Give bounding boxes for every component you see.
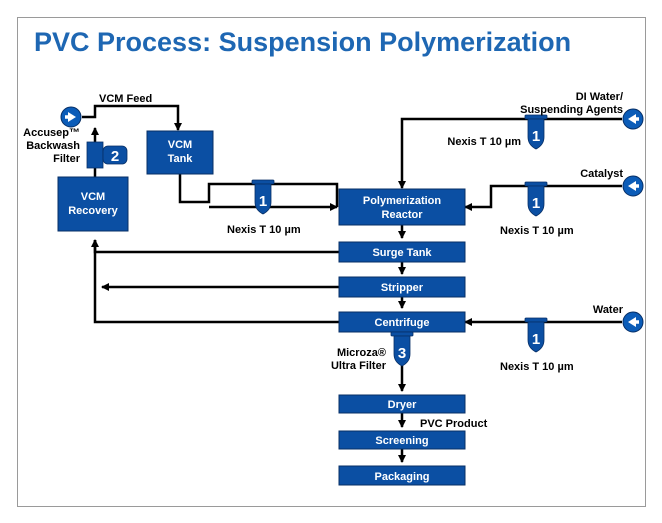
svg-text:1: 1 bbox=[259, 193, 267, 210]
svg-text:Reactor: Reactor bbox=[382, 209, 424, 221]
svg-text:Tank: Tank bbox=[168, 153, 194, 165]
centrifuge-box: Centrifuge bbox=[338, 311, 466, 333]
svg-text:1: 1 bbox=[532, 195, 540, 212]
screening-box: Screening bbox=[338, 430, 466, 450]
svg-text:2: 2 bbox=[111, 148, 119, 165]
svg-text:1: 1 bbox=[532, 331, 540, 348]
svg-text:Surge Tank: Surge Tank bbox=[372, 247, 432, 259]
flow-lines bbox=[82, 104, 622, 463]
accusep-filter-icon: 2 bbox=[86, 141, 128, 169]
svg-text:Centrifuge: Centrifuge bbox=[375, 317, 430, 329]
nexis-filter-icon: 1 bbox=[524, 181, 548, 217]
svg-text:VCM: VCM bbox=[81, 191, 105, 203]
microza-filter-icon: 3 bbox=[390, 331, 414, 367]
polymerization-reactor-box: Polymerization Reactor bbox=[338, 188, 466, 226]
vcm-recovery-box: VCM Recovery bbox=[57, 176, 129, 232]
pvc-product-label: PVC Product bbox=[420, 418, 488, 430]
recycle-centrifuge bbox=[93, 240, 339, 324]
dryer-box: Dryer bbox=[338, 394, 466, 414]
nexis-label: Nexis T 10 µm bbox=[500, 225, 574, 237]
accusep-label-1: Accusep™ bbox=[23, 127, 80, 139]
nexis-filter-icon: 1 bbox=[524, 317, 548, 353]
svg-text:Dryer: Dryer bbox=[388, 399, 417, 411]
catalyst-label: Catalyst bbox=[580, 168, 623, 180]
svg-text:VCM: VCM bbox=[168, 139, 192, 151]
svg-text:1: 1 bbox=[532, 128, 540, 145]
di-water-label-2: Suspending Agents bbox=[520, 104, 623, 116]
accusep-label-3: Filter bbox=[53, 153, 81, 165]
recycle-surge bbox=[91, 239, 339, 254]
di-water-label-1: DI Water/ bbox=[576, 91, 623, 103]
di-water-line bbox=[398, 117, 622, 189]
feed-inlet-arrow-icon bbox=[622, 311, 644, 333]
svg-text:3: 3 bbox=[398, 345, 406, 362]
packaging-box: Packaging bbox=[338, 465, 466, 486]
vcm-tank-box: VCM Tank bbox=[146, 130, 214, 175]
nexis-filter-icon: 1 bbox=[251, 179, 275, 215]
tank-to-reactor bbox=[178, 168, 339, 207]
feed-inlet-arrow-icon bbox=[60, 106, 82, 128]
svg-text:Packaging: Packaging bbox=[374, 471, 429, 483]
nexis-label: Nexis T 10 µm bbox=[447, 136, 521, 148]
slide-title: PVC Process: Suspension Polymerization bbox=[34, 27, 572, 57]
nexis-label: Nexis T 10 µm bbox=[500, 361, 574, 373]
microza-label-1: Microza® bbox=[337, 347, 386, 359]
feed-to-tank bbox=[82, 104, 182, 131]
feed-inlet-arrow-icon bbox=[622, 108, 644, 130]
slide-frame: PVC Process: Suspension Polymerization bbox=[17, 17, 646, 507]
svg-text:Polymerization: Polymerization bbox=[363, 195, 442, 207]
svg-text:Stripper: Stripper bbox=[381, 282, 424, 294]
water-label: Water bbox=[593, 304, 624, 316]
catalyst-line bbox=[464, 184, 622, 211]
surge-tank-box: Surge Tank bbox=[338, 241, 466, 263]
vcm-feed-label: VCM Feed bbox=[99, 93, 152, 105]
nexis-filter-icon: 1 bbox=[524, 114, 548, 150]
nexis-label: Nexis T 10 µm bbox=[227, 224, 301, 236]
stripper-box: Stripper bbox=[338, 276, 466, 298]
feed-inlet-arrow-icon bbox=[622, 175, 644, 197]
accusep-label-2: Backwash bbox=[26, 140, 80, 152]
svg-text:Screening: Screening bbox=[375, 435, 428, 447]
microza-label-2: Ultra Filter bbox=[331, 360, 387, 372]
svg-text:Recovery: Recovery bbox=[68, 205, 118, 217]
